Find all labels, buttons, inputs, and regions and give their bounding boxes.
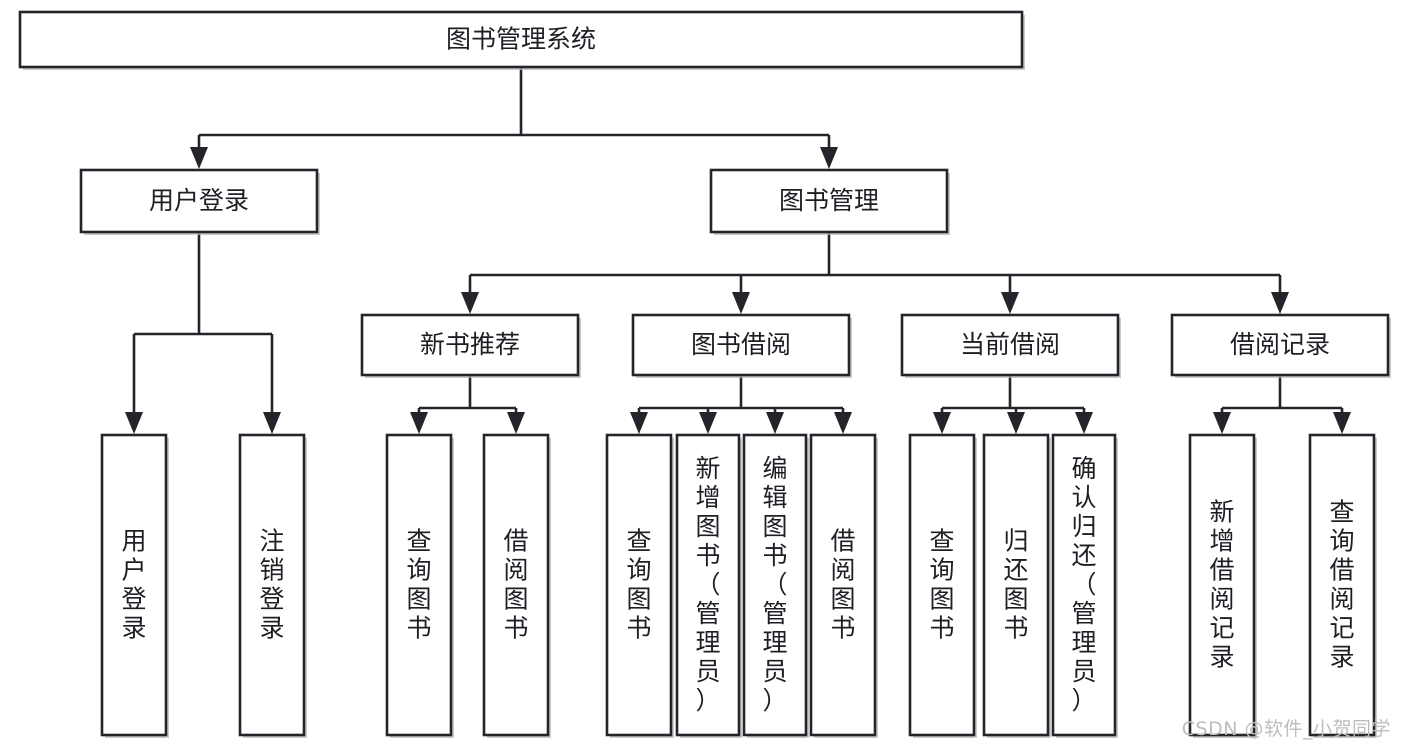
arrow-head-icon <box>507 412 525 434</box>
arrow-head-icon <box>1213 412 1231 434</box>
node-rect[interactable] <box>1170 313 1390 377</box>
node-current-borrow[interactable]: 当前借阅 <box>900 313 1121 378</box>
node-rect[interactable] <box>900 313 1120 377</box>
node-label: 当前借阅 <box>960 330 1060 359</box>
node-label-vertical: 用户登录 <box>121 527 146 643</box>
node-rect[interactable] <box>482 433 550 737</box>
node-leaf-add-book-admin[interactable]: 新增图书（管理员） <box>675 433 742 738</box>
csdn-watermark: CSDN @软件_小贺同学 <box>1181 718 1391 740</box>
node-rect[interactable] <box>1308 433 1376 737</box>
node-leaf-borrow-book-rec[interactable]: 借阅图书 <box>482 433 551 738</box>
node-leaf-edit-book-admin[interactable]: 编辑图书（管理员） <box>742 433 809 738</box>
node-leaf-add-borrow-record[interactable]: 新增借阅记录 <box>1188 433 1257 738</box>
node-rect[interactable] <box>1188 433 1256 737</box>
node-leaf-user-logout[interactable]: 注销登录 <box>238 433 307 738</box>
node-book-borrow[interactable]: 图书借阅 <box>631 313 852 378</box>
arrow-head-icon <box>834 412 852 434</box>
node-rect[interactable] <box>360 313 580 377</box>
node-leaf-borrow-book-borrow[interactable]: 借阅图书 <box>809 433 878 738</box>
node-rect[interactable] <box>79 168 319 234</box>
node-label-vertical: 借阅图书 <box>830 527 855 643</box>
node-leaf-query-borrow-record[interactable]: 查询借阅记录 <box>1308 433 1377 738</box>
arrow-head-icon <box>1333 412 1351 434</box>
arrow-head-icon <box>630 412 648 434</box>
node-rect[interactable] <box>631 313 851 377</box>
arrow-head-icon <box>1007 412 1025 434</box>
node-label-vertical: 查询图书 <box>929 527 954 643</box>
node-label-vertical: 新增图书（管理员） <box>695 454 720 715</box>
node-user-login[interactable]: 用户登录 <box>79 168 320 235</box>
node-leaf-query-book-borrow[interactable]: 查询图书 <box>605 433 674 738</box>
arrow-head-icon <box>699 412 717 434</box>
node-label-vertical: 归还图书 <box>1003 527 1028 643</box>
node-rect[interactable] <box>809 433 877 737</box>
node-rect[interactable] <box>709 168 949 234</box>
arrow-head-icon <box>933 412 951 434</box>
node-leaf-user-login[interactable]: 用户登录 <box>100 433 169 738</box>
arrow-head-icon <box>1001 292 1019 314</box>
arrow-head-icon <box>461 292 479 314</box>
arrow-head-icon <box>125 412 143 434</box>
node-leaf-confirm-return-admin[interactable]: 确认归还（管理员） <box>1051 433 1118 738</box>
node-label: 图书借阅 <box>691 330 791 359</box>
node-label-vertical: 新增借阅记录 <box>1209 498 1234 672</box>
node-root[interactable]: 图书管理系统 <box>18 10 1025 70</box>
node-new-book-recommend[interactable]: 新书推荐 <box>360 313 581 378</box>
node-rect[interactable] <box>385 433 453 737</box>
arrow-head-icon <box>1075 412 1093 434</box>
node-label: 借阅记录 <box>1230 330 1330 359</box>
node-leaf-query-book-current[interactable]: 查询图书 <box>908 433 977 738</box>
node-label-vertical: 确认归还（管理员） <box>1071 454 1096 715</box>
node-rect[interactable] <box>1051 433 1117 737</box>
arrow-head-icon <box>410 412 428 434</box>
connectors-layer <box>125 67 1351 434</box>
node-leaf-return-book[interactable]: 归还图书 <box>982 433 1051 738</box>
node-label-vertical: 查询图书 <box>406 527 431 643</box>
node-rect[interactable] <box>100 433 168 737</box>
node-label-vertical: 查询借阅记录 <box>1329 498 1354 672</box>
node-borrow-record[interactable]: 借阅记录 <box>1170 313 1391 378</box>
node-label-vertical: 借阅图书 <box>503 527 528 643</box>
arrow-head-icon <box>190 147 208 169</box>
node-book-manage[interactable]: 图书管理 <box>709 168 950 235</box>
node-label: 图书管理系统 <box>446 25 596 54</box>
arrow-head-icon <box>1271 292 1289 314</box>
node-rect[interactable] <box>605 433 673 737</box>
node-label-vertical: 注销登录 <box>259 527 284 643</box>
node-rect[interactable] <box>18 10 1024 69</box>
node-rect[interactable] <box>238 433 306 737</box>
arrow-head-icon <box>732 292 750 314</box>
node-rect[interactable] <box>675 433 741 737</box>
node-leaf-query-book-rec[interactable]: 查询图书 <box>385 433 454 738</box>
arrow-head-icon <box>766 412 784 434</box>
nodes-layer: 图书管理系统用户登录图书管理新书推荐图书借阅当前借阅借阅记录用户登录注销登录查询… <box>18 10 1391 738</box>
arrow-head-icon <box>263 412 281 434</box>
node-label-vertical: 查询图书 <box>626 527 651 643</box>
node-rect[interactable] <box>742 433 808 737</box>
node-label: 图书管理 <box>779 186 879 215</box>
arrow-head-icon <box>820 147 838 169</box>
node-rect[interactable] <box>982 433 1050 737</box>
node-label: 用户登录 <box>149 186 249 215</box>
node-label-vertical: 编辑图书（管理员） <box>762 454 787 715</box>
node-rect[interactable] <box>908 433 976 737</box>
node-label: 新书推荐 <box>420 330 520 359</box>
